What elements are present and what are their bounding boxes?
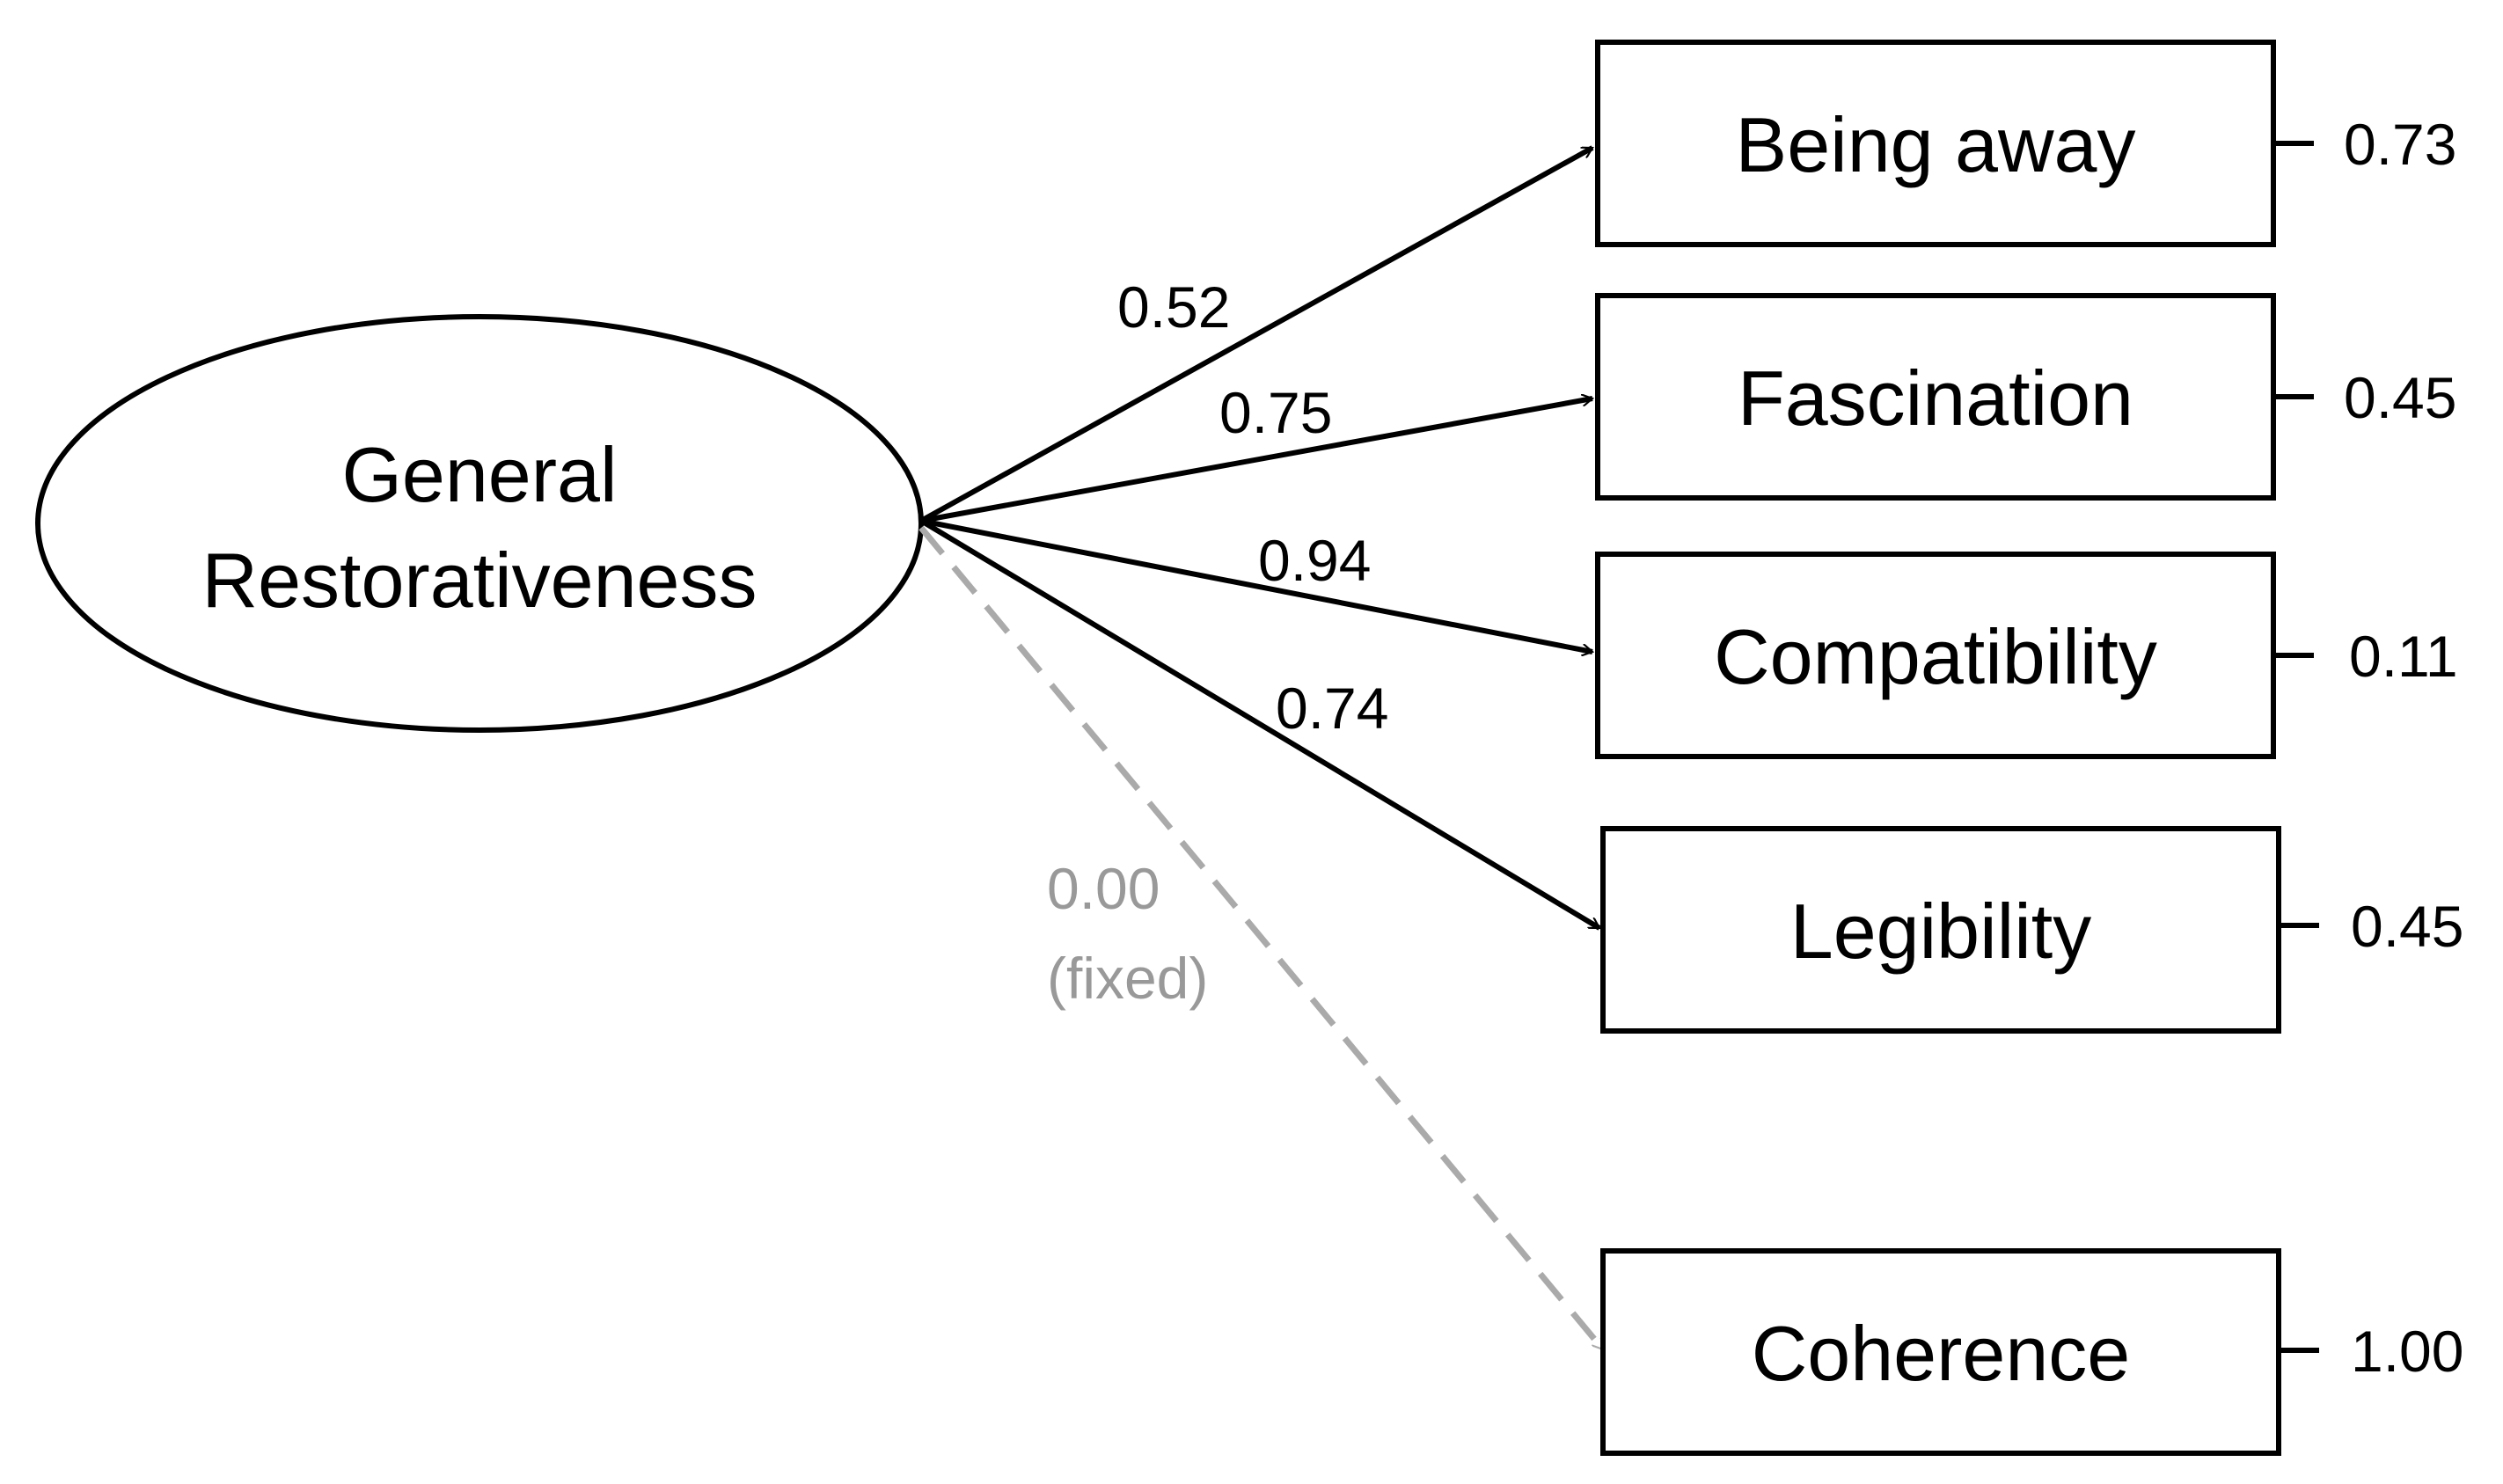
loading-legibility: 0.74 — [1276, 676, 1388, 741]
indicator-label-fascination: Fascination — [1738, 355, 2133, 442]
path-compatibility — [920, 518, 1592, 652]
indicator-label-legibility: Legibility — [1790, 888, 2091, 975]
loading-coherence: 0.00 — [1047, 856, 1160, 921]
error-compatibility: 0.11 — [2349, 624, 2458, 689]
latent-label-line1: General — [341, 431, 617, 518]
error-legibility: 0.45 — [2351, 894, 2463, 959]
error-being-away: 0.73 — [2344, 112, 2456, 177]
path-being-away — [919, 145, 1592, 523]
indicator-label-compatibility: Compatibility — [1714, 613, 2157, 700]
indicator-label-being-away: Being away — [1736, 101, 2136, 188]
loading-compatibility: 0.94 — [1258, 528, 1371, 593]
latent-label-line2: Restorativeness — [202, 537, 757, 624]
loading-fascination: 0.75 — [1219, 380, 1332, 445]
path-coherence-fixed — [918, 525, 1606, 1352]
loading-being-away: 0.52 — [1117, 274, 1230, 340]
indicator-box-legibility — [1600, 826, 2281, 1034]
indicator-box-fascination — [1595, 293, 2276, 501]
loading-coherence-fixed-note: (fixed) — [1047, 946, 1208, 1011]
path-fascination — [920, 398, 1592, 523]
indicator-box-compatibility — [1595, 552, 2276, 759]
indicator-box-being-away — [1595, 40, 2276, 247]
path-legibility — [919, 518, 1599, 931]
indicator-label-coherence: Coherence — [1752, 1310, 2131, 1397]
error-coherence: 1.00 — [2351, 1319, 2463, 1384]
error-fascination: 0.45 — [2344, 365, 2456, 430]
latent-factor-ellipse — [35, 314, 924, 733]
